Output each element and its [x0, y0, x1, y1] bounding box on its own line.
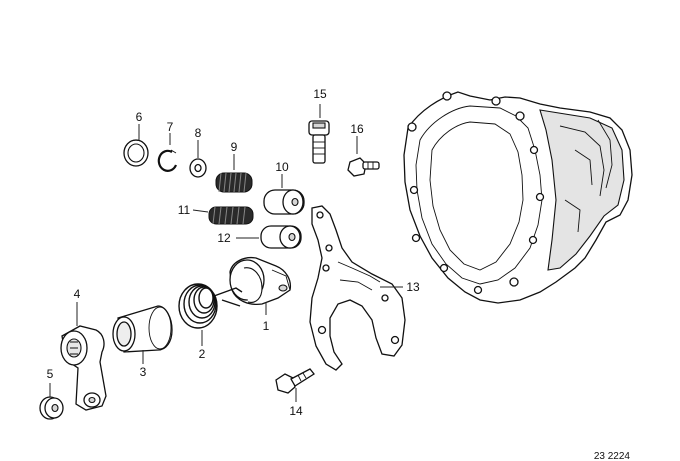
compression-spring — [215, 172, 253, 193]
selector-arm — [60, 325, 107, 411]
shift-lever-bushing — [229, 256, 292, 306]
callout-7: 7 — [167, 120, 174, 134]
callout-15: 15 — [313, 87, 327, 101]
hex-bolt — [275, 368, 315, 394]
drawing-reference: 23 2224 — [594, 451, 631, 461]
callout-11: 11 — [178, 203, 191, 217]
callout-14: 14 — [289, 404, 303, 418]
callout-2: 2 — [199, 347, 206, 361]
callout-5: 5 — [47, 367, 54, 381]
callout-9: 9 — [231, 140, 238, 154]
bushing-sleeve — [112, 305, 173, 353]
leader-line-11 — [192, 209, 209, 213]
torsion-spring — [178, 283, 243, 329]
callout-6: 6 — [136, 110, 143, 124]
thrust-piece — [263, 189, 305, 215]
callout-8: 8 — [195, 126, 202, 140]
sealing-ring — [123, 139, 149, 167]
socket-head-screw — [308, 120, 330, 164]
callout-13: 13 — [406, 280, 420, 294]
callout-10: 10 — [275, 160, 289, 174]
callout-12: 12 — [217, 231, 231, 245]
circlip — [157, 149, 178, 172]
thrust-piece-small — [260, 225, 302, 249]
callout-3: 3 — [140, 365, 147, 379]
callout-4: 4 — [74, 287, 81, 301]
transmission-housing — [403, 91, 633, 304]
compression-spring-small — [208, 206, 254, 225]
hex-bolt-small — [347, 157, 380, 177]
callout-16: 16 — [350, 122, 364, 136]
washer-small — [189, 158, 207, 178]
callout-1: 1 — [263, 319, 270, 333]
washer — [39, 396, 64, 420]
bracket-plate — [309, 205, 406, 371]
